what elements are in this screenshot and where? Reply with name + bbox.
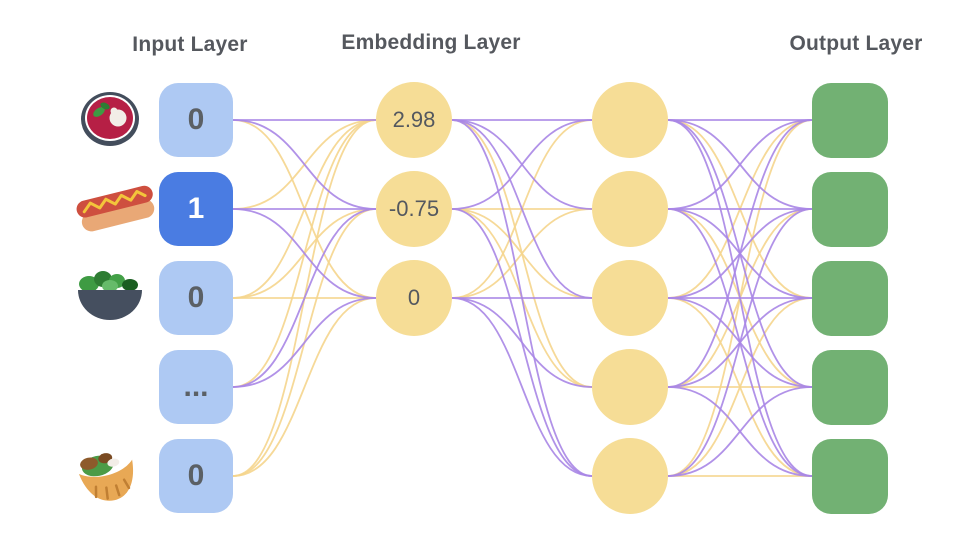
input-node-2: 1 (159, 172, 233, 246)
output-node-4 (812, 350, 888, 425)
hotdog-icon (76, 185, 155, 232)
input-node-1-value: 0 (187, 103, 205, 136)
input-node-4-value: ... (183, 370, 209, 403)
input-node-3-value: 0 (187, 281, 205, 314)
input-node-2-value: 1 (187, 192, 205, 225)
input-node-5-value: 0 (187, 459, 205, 492)
hidden-node-2 (592, 171, 668, 247)
output-node-1 (812, 83, 888, 158)
pita-icon (78, 453, 133, 501)
embedding-node-1-value: 2.98 (392, 107, 436, 132)
input-node-3: 0 (159, 261, 233, 335)
output-layer-title: Output Layer (789, 32, 923, 55)
embedding-node-2: -0.75 (376, 171, 452, 247)
input-node-5: 0 (159, 439, 233, 513)
hidden-node-5 (592, 438, 668, 514)
soup-icon (81, 92, 139, 146)
output-node-2 (812, 172, 888, 247)
embedding-node-2-value: -0.75 (388, 196, 440, 221)
input-layer-title: Input Layer (132, 33, 248, 56)
embedding-node-1: 2.98 (376, 82, 452, 158)
output-node-3 (812, 261, 888, 336)
embedding-node-3: 0 (376, 260, 452, 336)
hidden-node-4 (592, 349, 668, 425)
embedding-layer-title: Embedding Layer (341, 31, 521, 54)
input-node-4: ... (159, 350, 233, 424)
output-node-5 (812, 439, 888, 514)
embedding-node-3-value: 0 (407, 285, 421, 310)
hidden-node-3 (592, 260, 668, 336)
salad-icon (78, 271, 142, 320)
hidden-node-1 (592, 82, 668, 158)
input-node-1: 0 (159, 83, 233, 157)
